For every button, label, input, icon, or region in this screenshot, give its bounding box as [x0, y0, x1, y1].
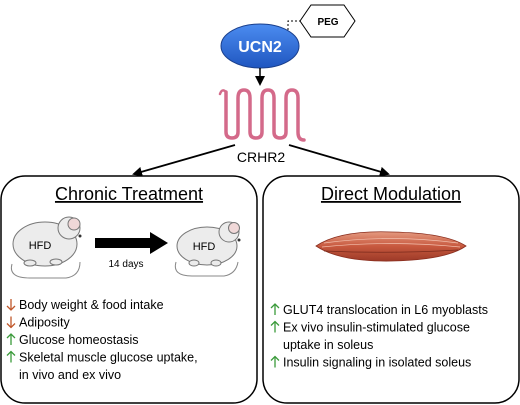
chronic-effect-text: Glucose homeostasis [19, 333, 139, 347]
direct-effect-text: GLUT4 translocation in L6 myoblasts [283, 303, 488, 317]
crhr2-label: CRHR2 [237, 149, 285, 165]
time-arrow [95, 232, 168, 254]
peg-label: PEG [317, 17, 338, 28]
direct-effect-text: uptake in soleus [283, 338, 373, 352]
chronic-effect-text: Adiposity [19, 316, 70, 330]
up-arrow-icon [270, 355, 280, 368]
up-arrow-icon [6, 350, 16, 363]
up-arrow-icon [6, 333, 16, 345]
mouse-icon-right [174, 221, 241, 277]
arrow-to-chronic [132, 144, 236, 177]
arrow-to-direct [288, 144, 390, 177]
chronic-effect-text: Skeletal muscle glucose uptake, [19, 351, 198, 365]
peg-hexagon [299, 4, 356, 38]
mouse-icon-left [10, 216, 82, 279]
chronic-effect-text: in vivo and ex vivo [19, 368, 121, 382]
down-arrow-icon [6, 316, 16, 329]
direct-modulation-panel [262, 175, 520, 404]
direct-effect-text: Ex vivo insulin-stimulated glucose [283, 321, 470, 335]
chronic-effect-text: Body weight & food intake [19, 298, 164, 312]
chronic-effects-list: Body weight & food intakeAdiposityGlucos… [6, 298, 198, 382]
up-arrow-icon [270, 320, 280, 333]
ucn2-label: UCN2 [238, 39, 282, 56]
crhr2-receptor [218, 88, 306, 142]
up-arrow-icon [270, 303, 280, 315]
time-arrow-label: 14 days [108, 259, 143, 270]
direct-effect-text: Insulin signaling in isolated soleus [283, 356, 471, 370]
down-arrow-icon [6, 299, 16, 311]
mouse-left-label: HFD [29, 240, 52, 252]
chronic-treatment-title: Chronic Treatment [55, 184, 203, 204]
direct-effects-list: GLUT4 translocation in L6 myoblasts Ex vi… [270, 303, 488, 370]
direct-modulation-title: Direct Modulation [321, 184, 461, 204]
mouse-right-label: HFD [193, 241, 216, 253]
muscle-icon [315, 231, 467, 262]
